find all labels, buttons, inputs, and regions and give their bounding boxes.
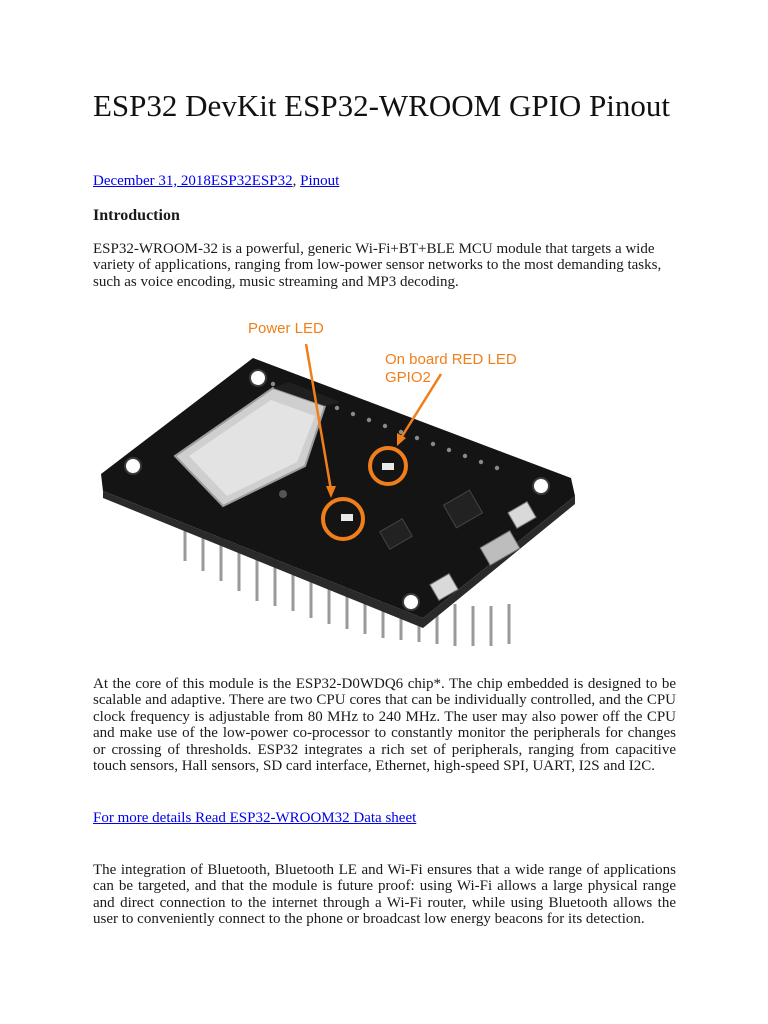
post-date-link[interactable]: December 31, 2018 bbox=[93, 173, 211, 189]
en-button bbox=[507, 501, 537, 529]
category-link-esp32[interactable]: ESP32 bbox=[251, 173, 293, 189]
category-link-pinout[interactable]: Pinout bbox=[300, 173, 340, 189]
datasheet-link[interactable]: For more details Read ESP32-WROOM32 Data… bbox=[93, 810, 417, 826]
red-led-label-line1: On board RED LED bbox=[385, 351, 517, 368]
micro-usb-port bbox=[479, 530, 521, 566]
power-led-label: Power LED bbox=[248, 320, 324, 337]
intro-paragraph: ESP32-WROOM-32 is a powerful, generic Wi… bbox=[93, 241, 662, 290]
category-separator: , bbox=[292, 173, 301, 189]
power-led-callout-circle bbox=[321, 497, 365, 541]
boot-button bbox=[429, 573, 459, 601]
core-paragraph: At the core of this module is the ESP32-… bbox=[93, 676, 676, 775]
page-title: ESP32 DevKit ESP32-WROOM GPIO Pinout bbox=[93, 88, 670, 123]
esp32-board-image: Power LED On board RED LED GPIO2 bbox=[93, 306, 676, 656]
red-led-label-line2: GPIO2 bbox=[385, 369, 431, 386]
pcb-board bbox=[101, 358, 575, 618]
section-heading-introduction: Introduction bbox=[93, 207, 180, 224]
usb-uart-chip bbox=[442, 489, 484, 529]
post-author-link[interactable]: ESP32 bbox=[210, 173, 252, 189]
bluetooth-paragraph: The integration of Bluetooth, Bluetooth … bbox=[93, 862, 676, 928]
post-meta: December 31, 2018ESP32ESP32, Pinout bbox=[93, 172, 339, 190]
red-led-callout-circle bbox=[368, 446, 408, 486]
